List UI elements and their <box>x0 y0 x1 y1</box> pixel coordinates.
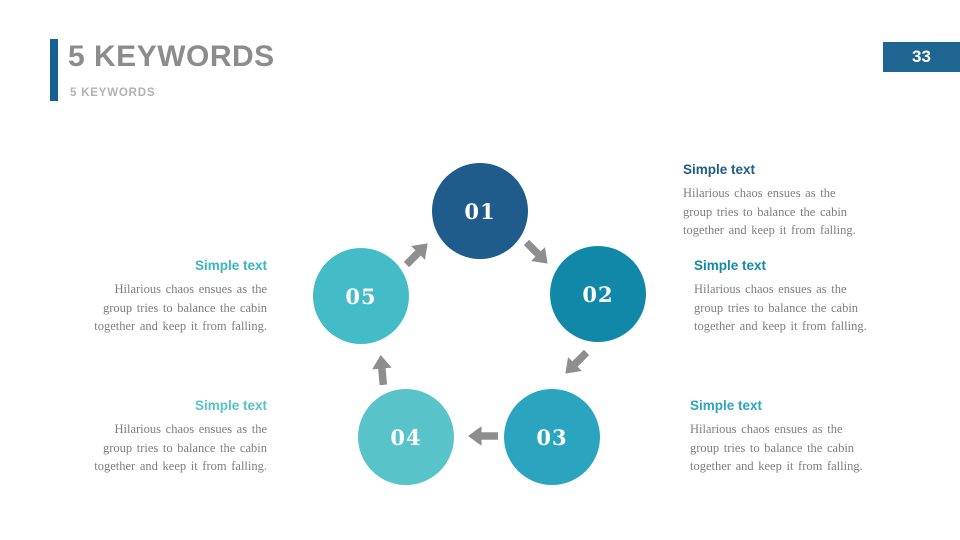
text-line: group tries to balance the cabin <box>102 440 267 455</box>
text-block-02-body: Hilarious chaos ensues as the group trie… <box>694 280 889 336</box>
text-line: Hilarious chaos ensues as the <box>694 282 847 296</box>
text-block-03-heading: Simple text <box>690 398 763 413</box>
keyword-circle-03: 03 <box>504 389 600 485</box>
cycle-arrow-02-to-03-icon <box>557 344 595 382</box>
keyword-circle-04: 04 <box>358 389 454 485</box>
text-block-04: Simple text Hilarious chaos ensues as th… <box>72 398 267 476</box>
keyword-circle-03-label: 03 <box>536 424 568 450</box>
text-line: Hilarious chaos ensues as the <box>690 422 843 436</box>
keyword-circle-05: 05 <box>313 248 409 344</box>
keyword-circle-02: 02 <box>550 246 646 342</box>
text-block-02-heading: Simple text <box>694 258 767 273</box>
cycle-arrow-04-to-05-icon <box>369 354 396 386</box>
cycle-arrow-05-to-01-icon <box>398 235 436 273</box>
text-line: together and keep it from falling. <box>94 459 267 474</box>
text-block-03: Simple text Hilarious chaos ensues as th… <box>690 398 885 476</box>
text-line: together and keep it from falling. <box>694 319 867 334</box>
text-line: group tries to balance the cabin <box>690 440 855 455</box>
page-title: 5 KEYWORDS <box>68 40 275 73</box>
text-block-02: Simple text Hilarious chaos ensues as th… <box>694 258 889 336</box>
text-line: together and keep it from falling. <box>94 319 267 334</box>
keyword-circle-01: 01 <box>432 163 528 259</box>
cycle-arrow-03-to-04-icon <box>468 424 498 448</box>
text-block-05-heading: Simple text <box>194 258 267 273</box>
text-block-05-body: Hilarious chaos ensues as the group trie… <box>72 280 267 336</box>
text-block-04-body: Hilarious chaos ensues as the group trie… <box>72 420 267 476</box>
keyword-circle-02-label: 02 <box>582 281 614 307</box>
text-block-01-heading: Simple text <box>683 162 756 177</box>
page-number-badge: 33 <box>883 42 960 72</box>
text-line: group tries to balance the cabin <box>683 204 848 219</box>
text-line: Hilarious chaos ensues as the <box>114 422 268 436</box>
keyword-circle-04-label: 04 <box>390 424 422 450</box>
title-accent-bar <box>50 39 58 101</box>
text-block-03-body: Hilarious chaos ensues as the group trie… <box>690 420 885 476</box>
text-block-01: Simple text Hilarious chaos ensues as th… <box>683 162 878 240</box>
keyword-circle-01-label: 01 <box>464 198 496 224</box>
text-line: together and keep it from falling. <box>683 223 856 238</box>
text-line: group tries to balance the cabin <box>102 300 267 315</box>
text-line: Hilarious chaos ensues as the <box>683 186 836 200</box>
text-line: Hilarious chaos ensues as the <box>114 282 268 296</box>
cycle-arrow-01-to-02-icon <box>518 234 556 272</box>
text-line: together and keep it from falling. <box>690 459 863 474</box>
page-subtitle: 5 KEYWORDS <box>70 87 156 99</box>
text-block-05: Simple text Hilarious chaos ensues as th… <box>72 258 267 336</box>
text-block-01-body: Hilarious chaos ensues as the group trie… <box>683 184 878 240</box>
text-block-04-heading: Simple text <box>194 398 267 413</box>
keyword-circle-05-label: 05 <box>345 283 377 309</box>
text-line: group tries to balance the cabin <box>694 300 859 315</box>
